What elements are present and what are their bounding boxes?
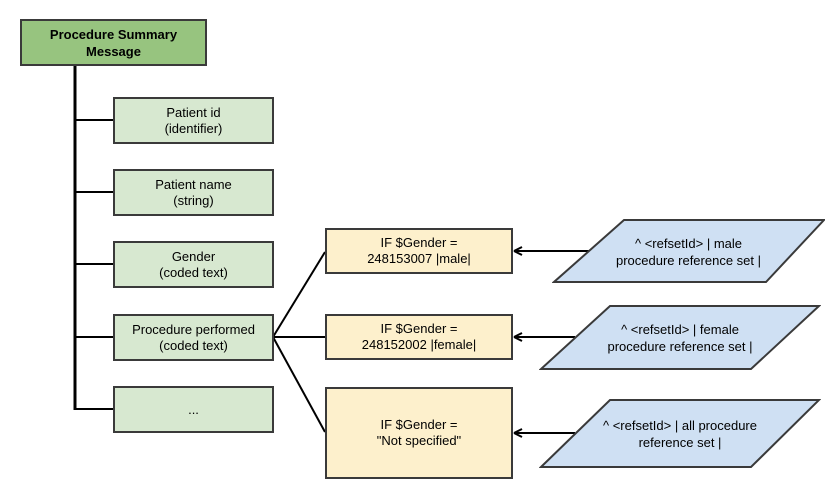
refset-female[interactable]: ^ <refsetId> | female procedure referenc…: [539, 305, 821, 371]
refset-label-line2: procedure reference set |: [607, 339, 753, 354]
parallelogram-shape: [539, 305, 821, 370]
refset-label-line1: ^ <refsetId> | male: [634, 235, 743, 251]
node-label-line2: (coded text): [159, 337, 228, 353]
condition-female[interactable]: IF $Gender = 248152002 |female|: [325, 314, 513, 360]
node-procedure-performed[interactable]: Procedure performed (coded text): [113, 314, 274, 361]
condition-label-line2: 248152002 |female|: [361, 337, 477, 352]
refset-all[interactable]: ^ <refsetId> | all procedure reference s…: [539, 399, 821, 469]
parallelogram-shape: [552, 219, 825, 283]
node-label-line1: Patient name: [155, 176, 232, 192]
root-node-procedure-summary-message[interactable]: Procedure Summary Message: [20, 19, 207, 66]
node-ellipsis[interactable]: ...: [113, 386, 274, 433]
condition-label-line1: IF $Gender =: [380, 417, 458, 432]
root-label-line2: Message: [86, 43, 141, 59]
node-label-line1: Patient id: [166, 104, 221, 120]
link-procedure-to-unspecified: [272, 336, 326, 433]
root-label-line1: Procedure Summary: [49, 26, 178, 42]
refset-male[interactable]: ^ <refsetId> | male procedure reference …: [552, 219, 825, 284]
condition-label-line1: IF $Gender =: [380, 235, 458, 250]
condition-male[interactable]: IF $Gender = 248153007 |male|: [325, 228, 513, 274]
node-label-line1: Procedure performed: [132, 321, 255, 337]
refset-label-line1: ^ <refsetId> | all procedure: [602, 418, 757, 433]
condition-label-line1: IF $Gender =: [380, 321, 458, 336]
condition-not-specified[interactable]: IF $Gender = "Not specified": [325, 387, 513, 479]
node-patient-name[interactable]: Patient name (string): [113, 169, 274, 216]
parallelogram-shape: [539, 399, 821, 468]
node-label-line1: ...: [188, 401, 199, 417]
node-label-line2: (coded text): [159, 264, 228, 280]
refset-label-line2: procedure reference set |: [615, 252, 761, 268]
link-procedure-to-male: [272, 251, 326, 338]
node-gender[interactable]: Gender (coded text): [113, 241, 274, 288]
refset-label-line2: reference set |: [638, 435, 722, 450]
node-label-line1: Gender: [171, 248, 216, 264]
node-label-line2: (string): [173, 192, 214, 208]
condition-label-line2: "Not specified": [376, 433, 462, 448]
node-label-line2: (identifier): [164, 120, 223, 136]
condition-label-line2: 248153007 |male|: [367, 251, 471, 266]
refset-label-line1: ^ <refsetId> | female: [621, 322, 739, 337]
node-patient-id[interactable]: Patient id (identifier): [113, 97, 274, 144]
